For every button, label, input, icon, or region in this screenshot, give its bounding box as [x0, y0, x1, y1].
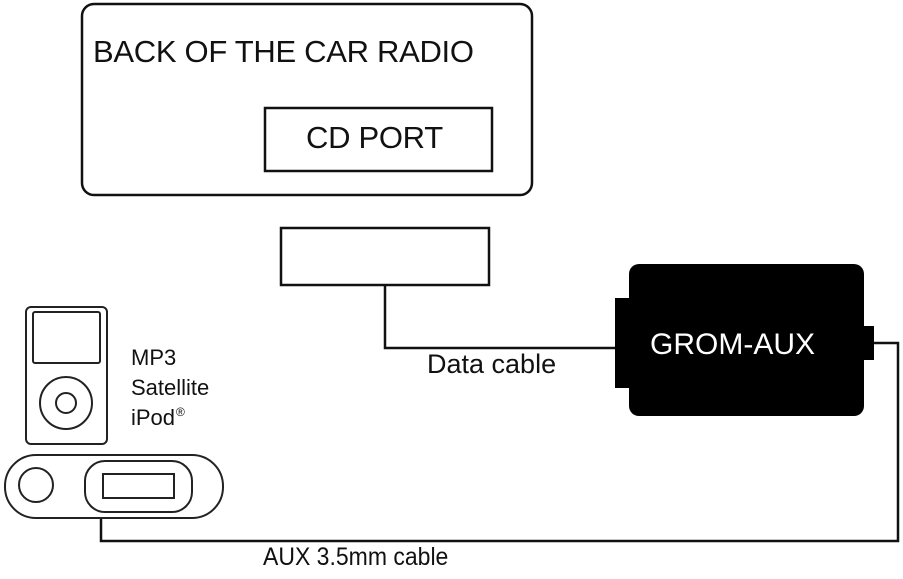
aux-cable-label: AUX 3.5mm cable: [263, 543, 449, 571]
car-radio-title: BACK OF THE CAR RADIO: [93, 34, 474, 69]
cd-connector-plug: [279, 226, 491, 287]
registered-trademark-mark: ®: [176, 405, 185, 419]
data-cable-line: [383, 285, 616, 350]
aux-cable-line: [99, 341, 900, 543]
device-label-ipod: iPod®: [131, 405, 185, 430]
cd-port-label: CD PORT: [306, 120, 443, 155]
satellite-radio-icon: [4, 454, 224, 519]
device-label-mp3: MP3: [131, 345, 177, 370]
device-label-satellite: Satellite: [131, 375, 210, 400]
cd-port-box: [263, 106, 494, 173]
data-cable-label: Data cable: [427, 349, 557, 379]
car-radio-box: [80, 2, 534, 197]
grom-aux-module: [629, 264, 864, 416]
ipod-text: iPod: [131, 405, 176, 430]
grom-left-tab: [615, 298, 635, 388]
grom-aux-label: GROM-AUX: [650, 328, 815, 361]
ipod-icon: [25, 306, 108, 445]
grom-right-tab: [858, 326, 874, 360]
